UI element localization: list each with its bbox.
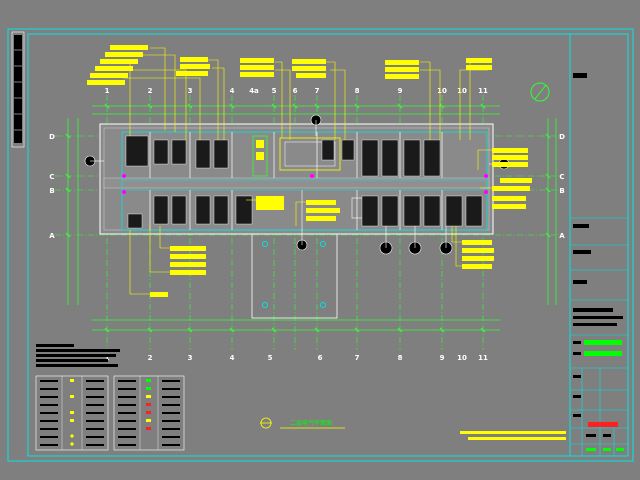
callout-leaders-right <box>451 149 492 267</box>
grid-label: 6 <box>293 87 298 95</box>
grid-label: 4 <box>230 354 235 362</box>
grid-label: 7 <box>355 354 360 362</box>
title-block <box>569 34 628 456</box>
grid-labels-right: D C B A <box>559 133 565 240</box>
legend-table-2 <box>113 375 185 451</box>
grid-label: C <box>49 173 54 181</box>
binding-margin <box>11 31 25 148</box>
grid-label: 10 <box>437 87 447 95</box>
grid-label: 6 <box>318 354 323 362</box>
grid-label: 3 <box>188 354 193 362</box>
grid-label: D <box>49 133 55 141</box>
grid-label: 4 <box>230 87 235 95</box>
grid-label: 2 <box>148 354 153 362</box>
north-arrow-icon <box>530 82 550 102</box>
grid-label: 1 <box>105 354 110 362</box>
grid-label: B <box>49 187 54 195</box>
grid-label: 11 <box>478 87 488 95</box>
grid-labels-top: 1 2 3 4 4a 5 6 7 8 9 10 10 11 <box>105 87 488 95</box>
bottom-notes <box>460 431 566 440</box>
grid-label: 9 <box>398 87 403 95</box>
callout-labels-top <box>87 45 492 85</box>
grid-label: 4a <box>249 87 259 95</box>
callout-labels-bottom <box>150 196 340 297</box>
dimension-lines <box>65 103 557 333</box>
grid-label: A <box>49 232 55 240</box>
grid-label: 10 <box>457 354 467 362</box>
grid-label: 7 <box>315 87 320 95</box>
grid-label: 2 <box>148 87 153 95</box>
grid-label: A <box>559 232 565 240</box>
callout-labels-right <box>462 148 532 269</box>
grid-label: 8 <box>398 354 403 362</box>
grid-label: 3 <box>188 87 193 95</box>
legend-table-1 <box>35 375 109 451</box>
grid-labels-left: D C B A <box>49 133 55 240</box>
grid-label: C <box>559 173 564 181</box>
grid-label: 5 <box>272 87 277 95</box>
grid-label: 11 <box>478 354 488 362</box>
design-notes <box>36 344 120 367</box>
callout-leaders-bottom <box>129 199 306 295</box>
grid-label: 8 <box>355 87 360 95</box>
grid-label: 5 <box>268 354 273 362</box>
grid-labels-bottom: 1 2 3 4 5 6 7 8 9 10 11 <box>105 354 488 362</box>
grid-label: 10 <box>457 87 467 95</box>
grid-label: 1 <box>105 87 110 95</box>
grid-label: B <box>559 187 564 195</box>
grid-label: 9 <box>440 354 445 362</box>
grid-label: D <box>559 133 565 141</box>
fixtures <box>122 174 488 308</box>
equipment-blocks <box>125 135 483 229</box>
drawing-title-group: 二层电气平面图 <box>260 417 345 429</box>
drawing-title: 二层电气平面图 <box>290 419 332 427</box>
